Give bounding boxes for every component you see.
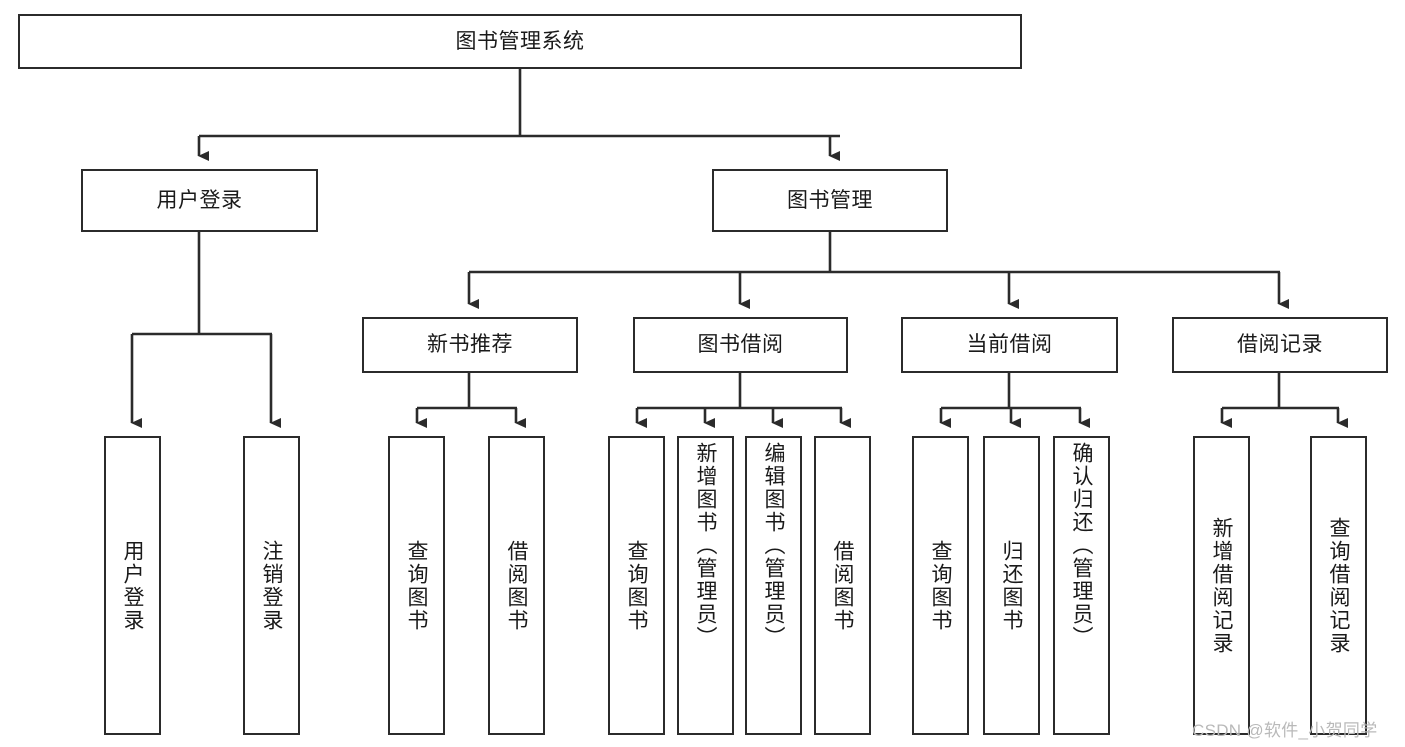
node-label: 新增图书（管理员） (694, 442, 717, 649)
edge-bookborrow-to-leaves (635, 373, 851, 428)
node-label: 查询图书 (929, 539, 952, 632)
node-book-borrow[interactable]: 图书借阅 (633, 317, 848, 373)
node-leaf-add-book-admin[interactable]: 新增图书（管理员） (677, 436, 734, 735)
node-label: 编辑图书（管理员） (762, 442, 785, 649)
node-label: 注销登录 (260, 539, 283, 632)
node-label: 借阅图书 (831, 539, 854, 632)
node-label: 新书推荐 (427, 333, 513, 357)
node-label: 确认归还（管理员） (1070, 442, 1093, 649)
node-label: 查询图书 (405, 539, 428, 632)
edge-root-to-level2 (197, 69, 840, 161)
node-label: 借阅图书 (505, 539, 528, 632)
node-label: 用户登录 (156, 188, 243, 212)
node-leaf-query-book-recommend[interactable]: 查询图书 (388, 436, 445, 735)
node-leaf-confirm-return-admin[interactable]: 确认归还（管理员） (1053, 436, 1110, 735)
watermark-text: CSDN @软件_小贺同学 (1192, 721, 1378, 740)
node-label: 当前借阅 (966, 333, 1053, 357)
node-leaf-query-borrow-record[interactable]: 查询借阅记录 (1310, 436, 1367, 735)
node-user-login[interactable]: 用户登录 (81, 169, 318, 232)
node-label: 新增借阅记录 (1210, 516, 1233, 655)
node-label: 查询图书 (625, 539, 648, 632)
edge-bookmanage-to-level3 (467, 232, 1289, 309)
edge-currentborrow-to-leaves (939, 373, 1090, 428)
node-label: 图书管理 (787, 188, 873, 212)
node-current-borrow[interactable]: 当前借阅 (901, 317, 1118, 373)
node-leaf-query-book-current[interactable]: 查询图书 (912, 436, 969, 735)
node-label: 图书借阅 (697, 333, 784, 357)
node-book-management-system[interactable]: 图书管理系统 (18, 14, 1022, 69)
edge-newbook-to-leaves (415, 373, 526, 428)
node-leaf-logout[interactable]: 注销登录 (243, 436, 300, 735)
node-leaf-query-book-borrow[interactable]: 查询图书 (608, 436, 665, 735)
node-label: 借阅记录 (1237, 333, 1323, 357)
node-leaf-borrow-book[interactable]: 借阅图书 (814, 436, 871, 735)
node-leaf-edit-book-admin[interactable]: 编辑图书（管理员） (745, 436, 802, 735)
node-label: 查询借阅记录 (1327, 516, 1350, 655)
node-book-management[interactable]: 图书管理 (712, 169, 948, 232)
edge-userlogin-to-leaves (130, 232, 281, 428)
node-leaf-add-borrow-record[interactable]: 新增借阅记录 (1193, 436, 1250, 735)
node-new-book-recommend[interactable]: 新书推荐 (362, 317, 578, 373)
node-leaf-borrow-book-recommend[interactable]: 借阅图书 (488, 436, 545, 735)
edge-borrowrecord-to-leaves (1220, 373, 1348, 428)
node-borrow-record[interactable]: 借阅记录 (1172, 317, 1388, 373)
node-label: 图书管理系统 (455, 29, 585, 53)
node-label: 用户登录 (121, 539, 144, 632)
node-label: 归还图书 (1000, 539, 1023, 632)
node-leaf-return-book[interactable]: 归还图书 (983, 436, 1040, 735)
node-leaf-user-login[interactable]: 用户登录 (104, 436, 161, 735)
